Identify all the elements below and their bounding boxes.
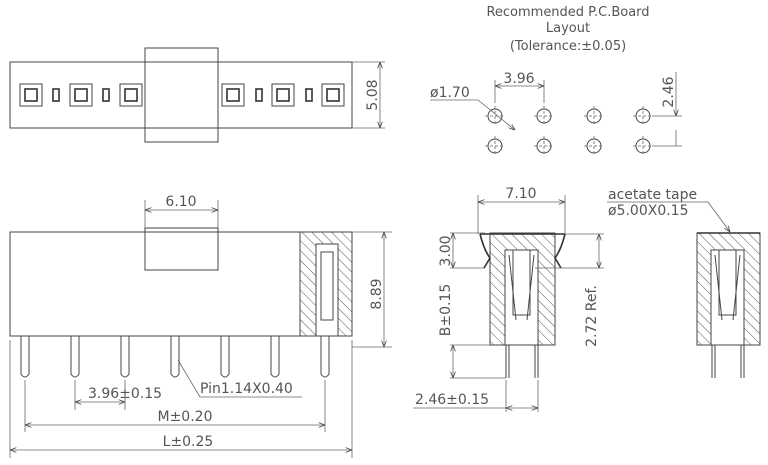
tape-size: ø5.00X0.15 — [608, 203, 689, 219]
pin-spacing-dim: 2.46±0.15 — [415, 392, 489, 408]
latch-slot — [305, 88, 313, 102]
row-spacing-dim: 2.46 — [661, 76, 677, 107]
latch-slot — [102, 88, 110, 102]
contact-square-inner — [74, 88, 88, 102]
hole-centerline — [584, 106, 604, 126]
pcb-pitch-dim: 3.96 — [503, 71, 534, 87]
pin — [20, 336, 30, 378]
hole-centerline — [534, 106, 554, 126]
contact-square-inner — [226, 88, 240, 102]
hole-centerline — [584, 136, 604, 156]
body-height-dim: B±0.15 — [438, 284, 454, 337]
hole-centerline — [633, 106, 653, 126]
contact-square — [69, 83, 93, 107]
height-dim: 8.89 — [369, 278, 385, 309]
pcb-holes — [485, 106, 653, 156]
top-height-dim: 5.08 — [365, 79, 381, 110]
pcb-title-2: Layout — [546, 21, 590, 36]
pin — [70, 336, 80, 378]
contact-square — [221, 83, 245, 107]
front-view: 6.10 8.89 3.96±0.15 Pin1.14X0.40 M±0.20 … — [9, 194, 392, 458]
contact-squares — [19, 83, 345, 107]
pin — [220, 336, 230, 378]
top-view: 5.08 — [9, 47, 385, 143]
contact-square — [271, 83, 295, 107]
contact-square — [19, 83, 43, 107]
pitch-dim: 3.96±0.15 — [88, 386, 162, 402]
latch-slot — [52, 88, 60, 102]
cap-width-dim: 6.10 — [165, 194, 196, 210]
m-dim: M±0.20 — [158, 409, 213, 425]
latch-slot — [255, 88, 263, 102]
side-view-tape: acetate tape ø5.00X0.15 — [607, 187, 761, 378]
contact-square-inner — [276, 88, 290, 102]
contact-square-inner — [124, 88, 138, 102]
pin — [270, 336, 280, 378]
side-view: 7.10 3.00 B±0.15 2.72 Ref. 2.46±0.15 — [413, 186, 604, 412]
ref-dim: 2.72 Ref. — [584, 285, 600, 347]
contact-square-inner — [24, 88, 38, 102]
pin — [320, 336, 330, 378]
tape-label: acetate tape — [608, 187, 697, 203]
pin-dim: Pin1.14X0.40 — [200, 381, 293, 397]
hole-dia-dim: ø1.70 — [430, 85, 470, 101]
side-width-dim: 7.10 — [505, 186, 536, 202]
pcb-title-1: Recommended P.C.Board — [486, 5, 649, 20]
contact-square-inner — [326, 88, 340, 102]
hole-centerline — [633, 136, 653, 156]
pcb-layout: Recommended P.C.Board Layout (Tolerance:… — [430, 5, 682, 156]
contact-square — [321, 83, 345, 107]
pin — [120, 336, 130, 378]
pins — [20, 336, 330, 378]
l-dim: L±0.25 — [163, 434, 214, 450]
hole-centerline — [485, 136, 505, 156]
top-height-side-dim: 3.00 — [438, 235, 454, 266]
hole-centerline — [485, 106, 505, 126]
pin — [170, 336, 180, 378]
pcb-title-3: (Tolerance:±0.05) — [510, 39, 626, 54]
contact-square — [119, 83, 143, 107]
hole-centerline — [534, 136, 554, 156]
